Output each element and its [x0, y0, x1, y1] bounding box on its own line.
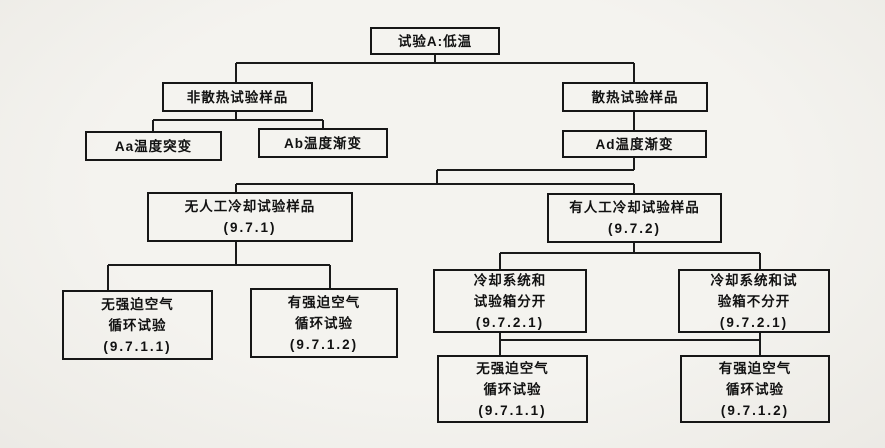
node-clause-number: (9.7.2.1): [719, 314, 789, 330]
node-clause-number: (9.7.1.1): [478, 402, 547, 418]
node-label: 有强迫空气: [287, 294, 361, 310]
node-artificial-cooling-sample: 有人工冷却试验样品 (9.7.2): [547, 193, 722, 243]
node-label: 有人工冷却试验样品: [569, 200, 700, 215]
node-label: 无强迫空气: [476, 360, 549, 376]
node-cooling-system-separate-from-chamber: 冷却系统和 试验箱分开 (9.7.2.1): [433, 269, 587, 333]
node-no-artificial-cooling-sample: 无人工冷却试验样品 (9.7.1): [147, 192, 353, 242]
node-clause-number: (9.7.2.1): [475, 314, 545, 330]
node-test-a-low-temperature: 试验A:低温: [370, 27, 500, 55]
node-no-forced-air-circulation-test-left: 无强迫空气 循环试验 (9.7.1.1): [62, 290, 213, 360]
node-label: 有强迫空气: [718, 360, 792, 376]
node-clause-number: (9.7.1.2): [289, 336, 359, 352]
node-non-heat-dissipating-sample: 非散热试验样品: [162, 82, 313, 112]
node-ad-gradual-temperature-change: Ad温度渐变: [562, 130, 707, 158]
node-label: 循环试验: [726, 381, 784, 397]
node-label: 非散热试验样品: [186, 89, 289, 105]
node-forced-air-circulation-test-left: 有强迫空气 循环试验 (9.7.1.2): [250, 288, 398, 358]
node-label: 试验A:低温: [397, 33, 473, 49]
node-aa-sudden-temperature-change: Aa温度突变: [85, 131, 222, 161]
node-label: 冷却系统和: [473, 272, 547, 288]
node-cooling-system-not-separate-from-chamber: 冷却系统和试 验箱不分开 (9.7.2.1): [678, 269, 830, 333]
node-ab-gradual-temperature-change: Ab温度渐变: [258, 128, 388, 158]
node-label: Ab温度渐变: [284, 135, 362, 151]
node-label: 试验箱分开: [473, 293, 547, 309]
node-clause-number: (9.7.1.2): [720, 402, 790, 418]
node-label: 验箱不分开: [717, 293, 791, 309]
node-label: 散热试验样品: [591, 89, 679, 105]
node-clause-number: (9.7.1): [223, 220, 277, 235]
node-no-forced-air-circulation-test-right: 无强迫空气 循环试验 (9.7.1.1): [437, 355, 588, 423]
node-label: 无人工冷却试验样品: [184, 199, 316, 214]
node-forced-air-circulation-test-right: 有强迫空气 循环试验 (9.7.1.2): [680, 355, 830, 423]
node-heat-dissipating-sample: 散热试验样品: [562, 82, 708, 112]
node-label: 循环试验: [483, 381, 542, 397]
node-label: 循环试验: [108, 317, 167, 333]
node-label: Aa温度突变: [114, 138, 193, 154]
node-clause-number: (9.7.2): [607, 221, 662, 236]
node-label: 无强迫空气: [101, 296, 174, 312]
node-label: 冷却系统和试: [710, 272, 798, 288]
node-clause-number: (9.7.1.1): [103, 338, 172, 354]
node-label: Ad温度渐变: [595, 136, 674, 152]
node-label: 循环试验: [295, 315, 353, 331]
